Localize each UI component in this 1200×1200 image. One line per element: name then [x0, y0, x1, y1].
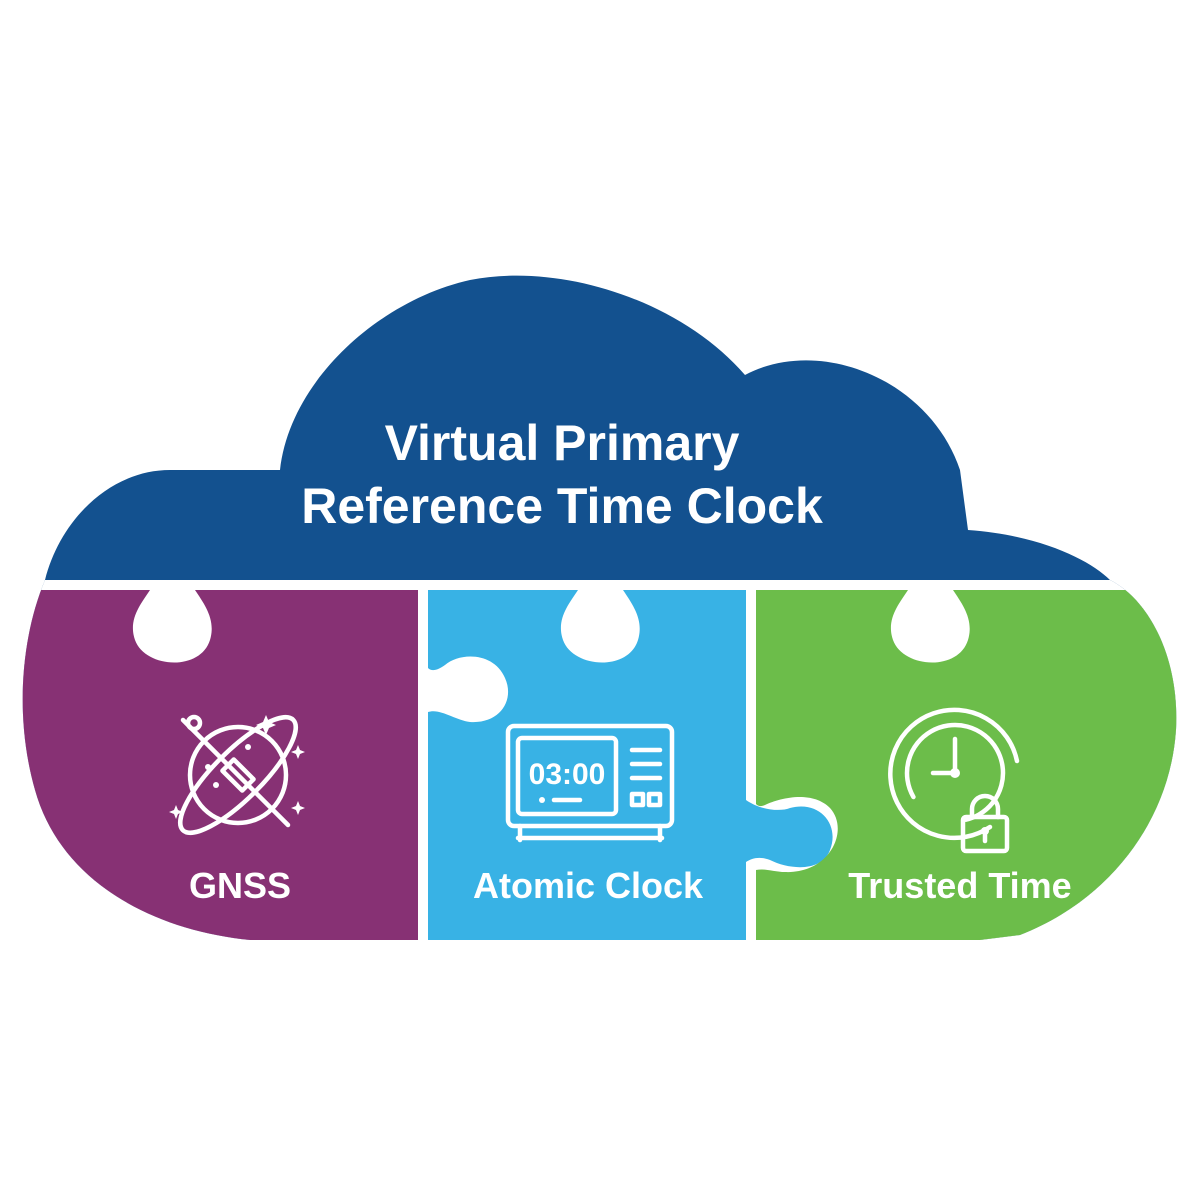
- trusted-time-label: Trusted Time: [848, 865, 1071, 906]
- atomic-clock-label: Atomic Clock: [473, 865, 704, 906]
- atomic-clock-display-icon: 03:00: [505, 723, 675, 843]
- atomic-clock-display-time: 03:00: [529, 758, 606, 791]
- satellite-globe-icon: [169, 714, 305, 835]
- gnss-label: GNSS: [189, 865, 291, 906]
- trusted-time-puzzle-piece: [756, 590, 1177, 940]
- clock-lock-icon: [888, 707, 1020, 854]
- diagram-title-line2: Reference Time Clock: [301, 478, 823, 534]
- diagram-title-line1: Virtual Primary: [385, 415, 740, 471]
